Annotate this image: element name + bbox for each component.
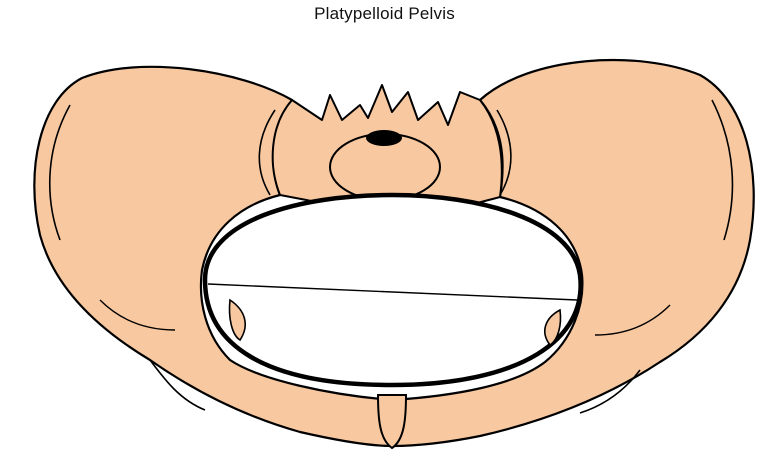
- left-ischial-spine: [228, 298, 246, 342]
- left-iliac-wing: [33, 65, 394, 448]
- spinal-canal: [366, 130, 402, 146]
- pubic-symphysis: [376, 394, 408, 450]
- right-lower-fold: [579, 369, 641, 414]
- transverse-diameter-line: [207, 283, 578, 301]
- right-iliac-wing: [390, 58, 755, 448]
- right-acetabulum-curve: [594, 304, 671, 336]
- diagram-title: Platypelloid Pelvis: [314, 4, 455, 23]
- right-iliac-crest-line: [711, 99, 734, 241]
- left-iliac-crest-line: [48, 104, 71, 241]
- pelvic-inlet: [202, 192, 583, 388]
- left-sacroiliac-line: [258, 109, 276, 196]
- left-acetabulum-curve: [99, 299, 176, 331]
- right-sacroiliac-line: [496, 109, 512, 196]
- right-ischial-spine: [544, 308, 562, 347]
- left-lower-fold: [149, 359, 206, 411]
